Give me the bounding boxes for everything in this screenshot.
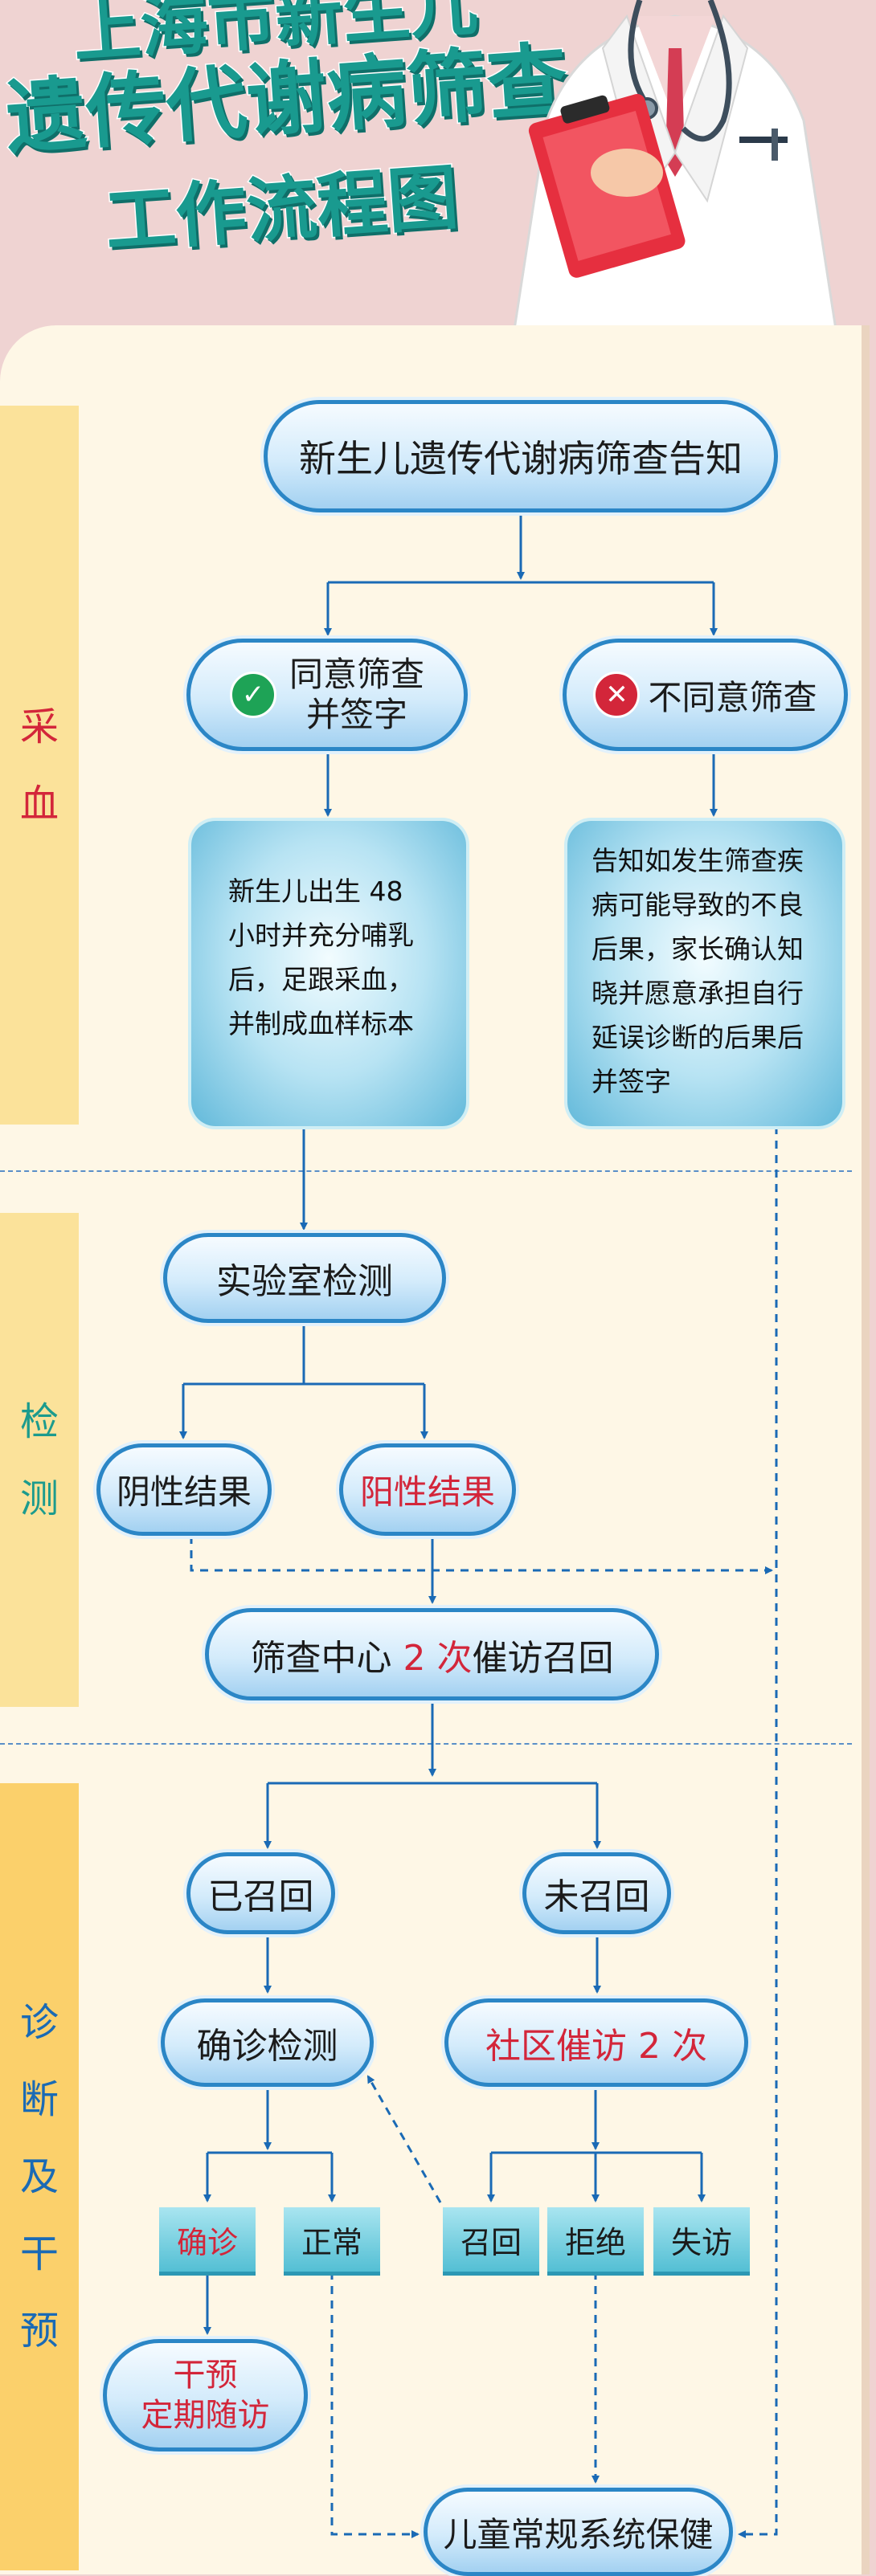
intervention-line: 定期随访 — [141, 2397, 270, 2434]
agree-label: 同意筛查 并签字 — [289, 655, 424, 735]
negative-result-node: 阴性结果 — [96, 1443, 272, 1536]
agree-line: 同意筛查 — [289, 655, 424, 694]
community-text: 社区催访 — [485, 2026, 638, 2067]
stage-divider — [0, 1743, 852, 1745]
recall-text-after: 催访召回 — [472, 1637, 614, 1679]
recalled-node: 已召回 — [186, 1852, 335, 1934]
stage-char: 干 — [19, 2231, 59, 2276]
card-line: 并签字 — [592, 1066, 671, 1097]
cross-circle-icon: ✕ — [593, 672, 641, 718]
card-line: 并制成血样标本 — [228, 1008, 414, 1039]
stage-char: 采 — [19, 704, 59, 749]
disagree-node: ✕ 不同意筛查 — [563, 639, 848, 751]
lost-contact-box: 失访 — [653, 2207, 750, 2272]
stage-testing-label: 检 测 — [0, 1213, 79, 1707]
confirm-test-node: 确诊检测 — [161, 1998, 374, 2087]
agree-line: 并签字 — [305, 695, 407, 734]
refuse-box: 拒绝 — [547, 2207, 644, 2272]
sampling-card: 新生儿出生 48 小时并充分哺乳 后，足跟采血， 并制成血样标本 — [191, 821, 466, 1126]
agree-node: ✓ 同意筛查 并签字 — [186, 639, 468, 751]
stage-char: 检 — [19, 1398, 59, 1444]
recall-text-before: 筛查中心 — [250, 1637, 403, 1679]
stage-collection-label: 采 血 — [0, 406, 79, 1125]
positive-result-node: 阳性结果 — [339, 1443, 516, 1536]
stage-diagnosis-label: 诊 断 及 干 预 — [0, 1783, 79, 2570]
confirmed-box: 确诊 — [159, 2207, 256, 2272]
refusal-card: 告知如发生筛查疾 病可能导致的不良 后果，家长确认知 晓并愿意承担自行 延误诊断… — [567, 821, 842, 1126]
community-follow-node: 社区催访 2 次 — [444, 1998, 748, 2087]
recall-box: 召回 — [443, 2207, 539, 2272]
card-line: 新生儿出生 48 — [228, 876, 403, 907]
not-recalled-node: 未召回 — [522, 1852, 671, 1934]
lab-test-node: 实验室检测 — [163, 1233, 446, 1323]
card-line: 后，足跟采血， — [228, 964, 414, 995]
stage-char: 断 — [19, 2077, 59, 2122]
stage-char: 及 — [19, 2154, 59, 2199]
card-line: 小时并充分哺乳 — [228, 920, 414, 951]
stage-divider — [0, 1170, 852, 1172]
recall-node: 筛查中心 2 次 催访召回 — [205, 1608, 659, 1700]
routine-care-node: 儿童常规系统保健 — [424, 2488, 733, 2576]
check-circle-icon: ✓ — [229, 672, 276, 718]
card-line: 病可能导致的不良 — [592, 889, 804, 921]
intervention-node: 干预 定期随访 — [103, 2339, 308, 2451]
notice-node: 新生儿遗传代谢病筛查告知 — [264, 400, 778, 512]
disagree-label: 不同意筛查 — [648, 677, 817, 717]
stage-char: 血 — [19, 781, 59, 827]
normal-box: 正常 — [284, 2207, 380, 2272]
stage-char: 测 — [19, 1476, 59, 1521]
recall-count: 2 次 — [403, 1637, 473, 1679]
intervention-line: 干预 — [173, 2357, 238, 2394]
card-line: 晓并愿意承担自行 — [592, 978, 804, 1009]
doctor-illustration — [513, 0, 837, 329]
card-line: 告知如发生筛查疾 — [592, 845, 804, 876]
community-count: 2 次 — [638, 2026, 707, 2067]
card-line: 延误诊断的后果后 — [592, 1022, 804, 1053]
card-line: 后果，家长确认知 — [592, 933, 804, 965]
stage-char: 预 — [19, 2309, 59, 2354]
stage-char: 诊 — [19, 2000, 59, 2045]
